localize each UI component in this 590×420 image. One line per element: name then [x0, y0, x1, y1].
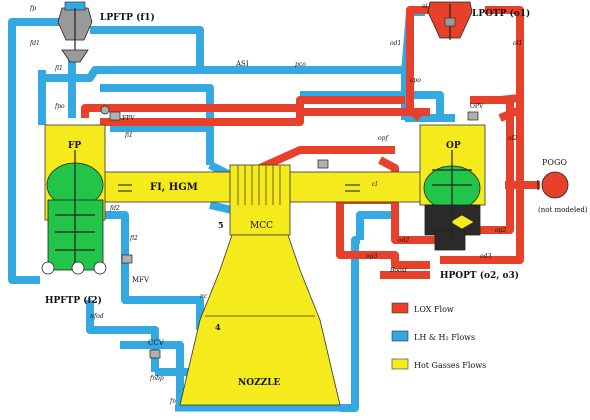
pipe-nc: nc	[200, 293, 208, 300]
pipe-fpo: fpo	[54, 103, 65, 110]
pipe-ol1: ol1	[513, 40, 522, 47]
nozzle-label: NOZZLE	[238, 378, 281, 388]
mfv-valve	[122, 255, 132, 263]
pipe-fnbp: fnbp	[149, 375, 164, 382]
opv-valve	[468, 112, 478, 120]
fp-label: FP	[68, 141, 81, 151]
pipe-od2: od2	[398, 237, 409, 244]
pipe-asi: ASI	[235, 60, 249, 68]
pipe-op2: op2	[495, 227, 506, 234]
pipe-oi: oi	[422, 3, 428, 10]
mfv-label: MFV	[132, 276, 150, 284]
pogo-label: POGO	[542, 158, 567, 167]
pipe-od3: od3	[480, 253, 491, 260]
hpopt-label: HPOPT (o2, o3)	[440, 270, 519, 281]
lpotp-pump	[428, 2, 472, 40]
pipe-op3: op3	[366, 253, 377, 260]
pipe-cpo: cpo	[410, 77, 421, 84]
pipe-fd2: fd2	[109, 205, 120, 212]
fi-hgm-label: FI, HGM	[150, 182, 198, 193]
legend-label-lox: LOX Flow	[414, 305, 454, 314]
legend-swatch-lox	[392, 303, 408, 313]
pipe-nfod: nfod	[90, 313, 104, 320]
pipe-od1: od1	[390, 40, 401, 47]
fpv-label: FPV	[122, 115, 135, 122]
legend-swatch-hot	[392, 359, 408, 369]
lpftp-label: LPFTP (f1)	[100, 12, 155, 23]
pipe-fd1: fd1	[29, 40, 40, 47]
opv-label: OPV	[470, 103, 484, 110]
pipe-fp: fp	[29, 5, 36, 12]
lpotp-label: LPOTP (o1)	[472, 8, 530, 19]
lpftp-pump	[58, 2, 92, 62]
pipe-fi1: fi1	[124, 132, 133, 139]
legend-label-hot: Hot Gasses Flows	[414, 361, 486, 370]
booster-label: Boost	[389, 267, 408, 274]
station-5: 5	[218, 220, 224, 230]
fpv-valve	[110, 112, 120, 120]
op-label: OP	[446, 141, 461, 151]
pipe-ol2: ol2	[508, 135, 518, 142]
ccv-label: CCV	[148, 339, 165, 347]
pipe-opf: opf	[378, 135, 389, 142]
pipe-fl1: fl1	[54, 65, 63, 72]
legend: LOX Flow LH & H₂ Flows Hot Gasses Flows	[392, 303, 486, 370]
cl-valve	[318, 160, 328, 168]
legend-swatch-lh2	[392, 331, 408, 341]
ccv-valve	[150, 350, 160, 358]
station-4: 4	[215, 322, 221, 332]
pipe-fl2: fl2	[129, 235, 138, 242]
pipe-pco: pco	[295, 61, 306, 68]
hpftp-label: HPFTP (f2)	[45, 295, 102, 306]
legend-label-lh2: LH & H₂ Flows	[414, 333, 475, 342]
pipe-cl: cl	[372, 181, 377, 188]
asi-valve	[101, 106, 109, 114]
pogo-accumulator	[538, 172, 568, 198]
pogo-note: (not modeled)	[538, 206, 588, 214]
pipe-fn: fn	[169, 398, 176, 405]
mcc-label: MCC	[250, 221, 273, 231]
